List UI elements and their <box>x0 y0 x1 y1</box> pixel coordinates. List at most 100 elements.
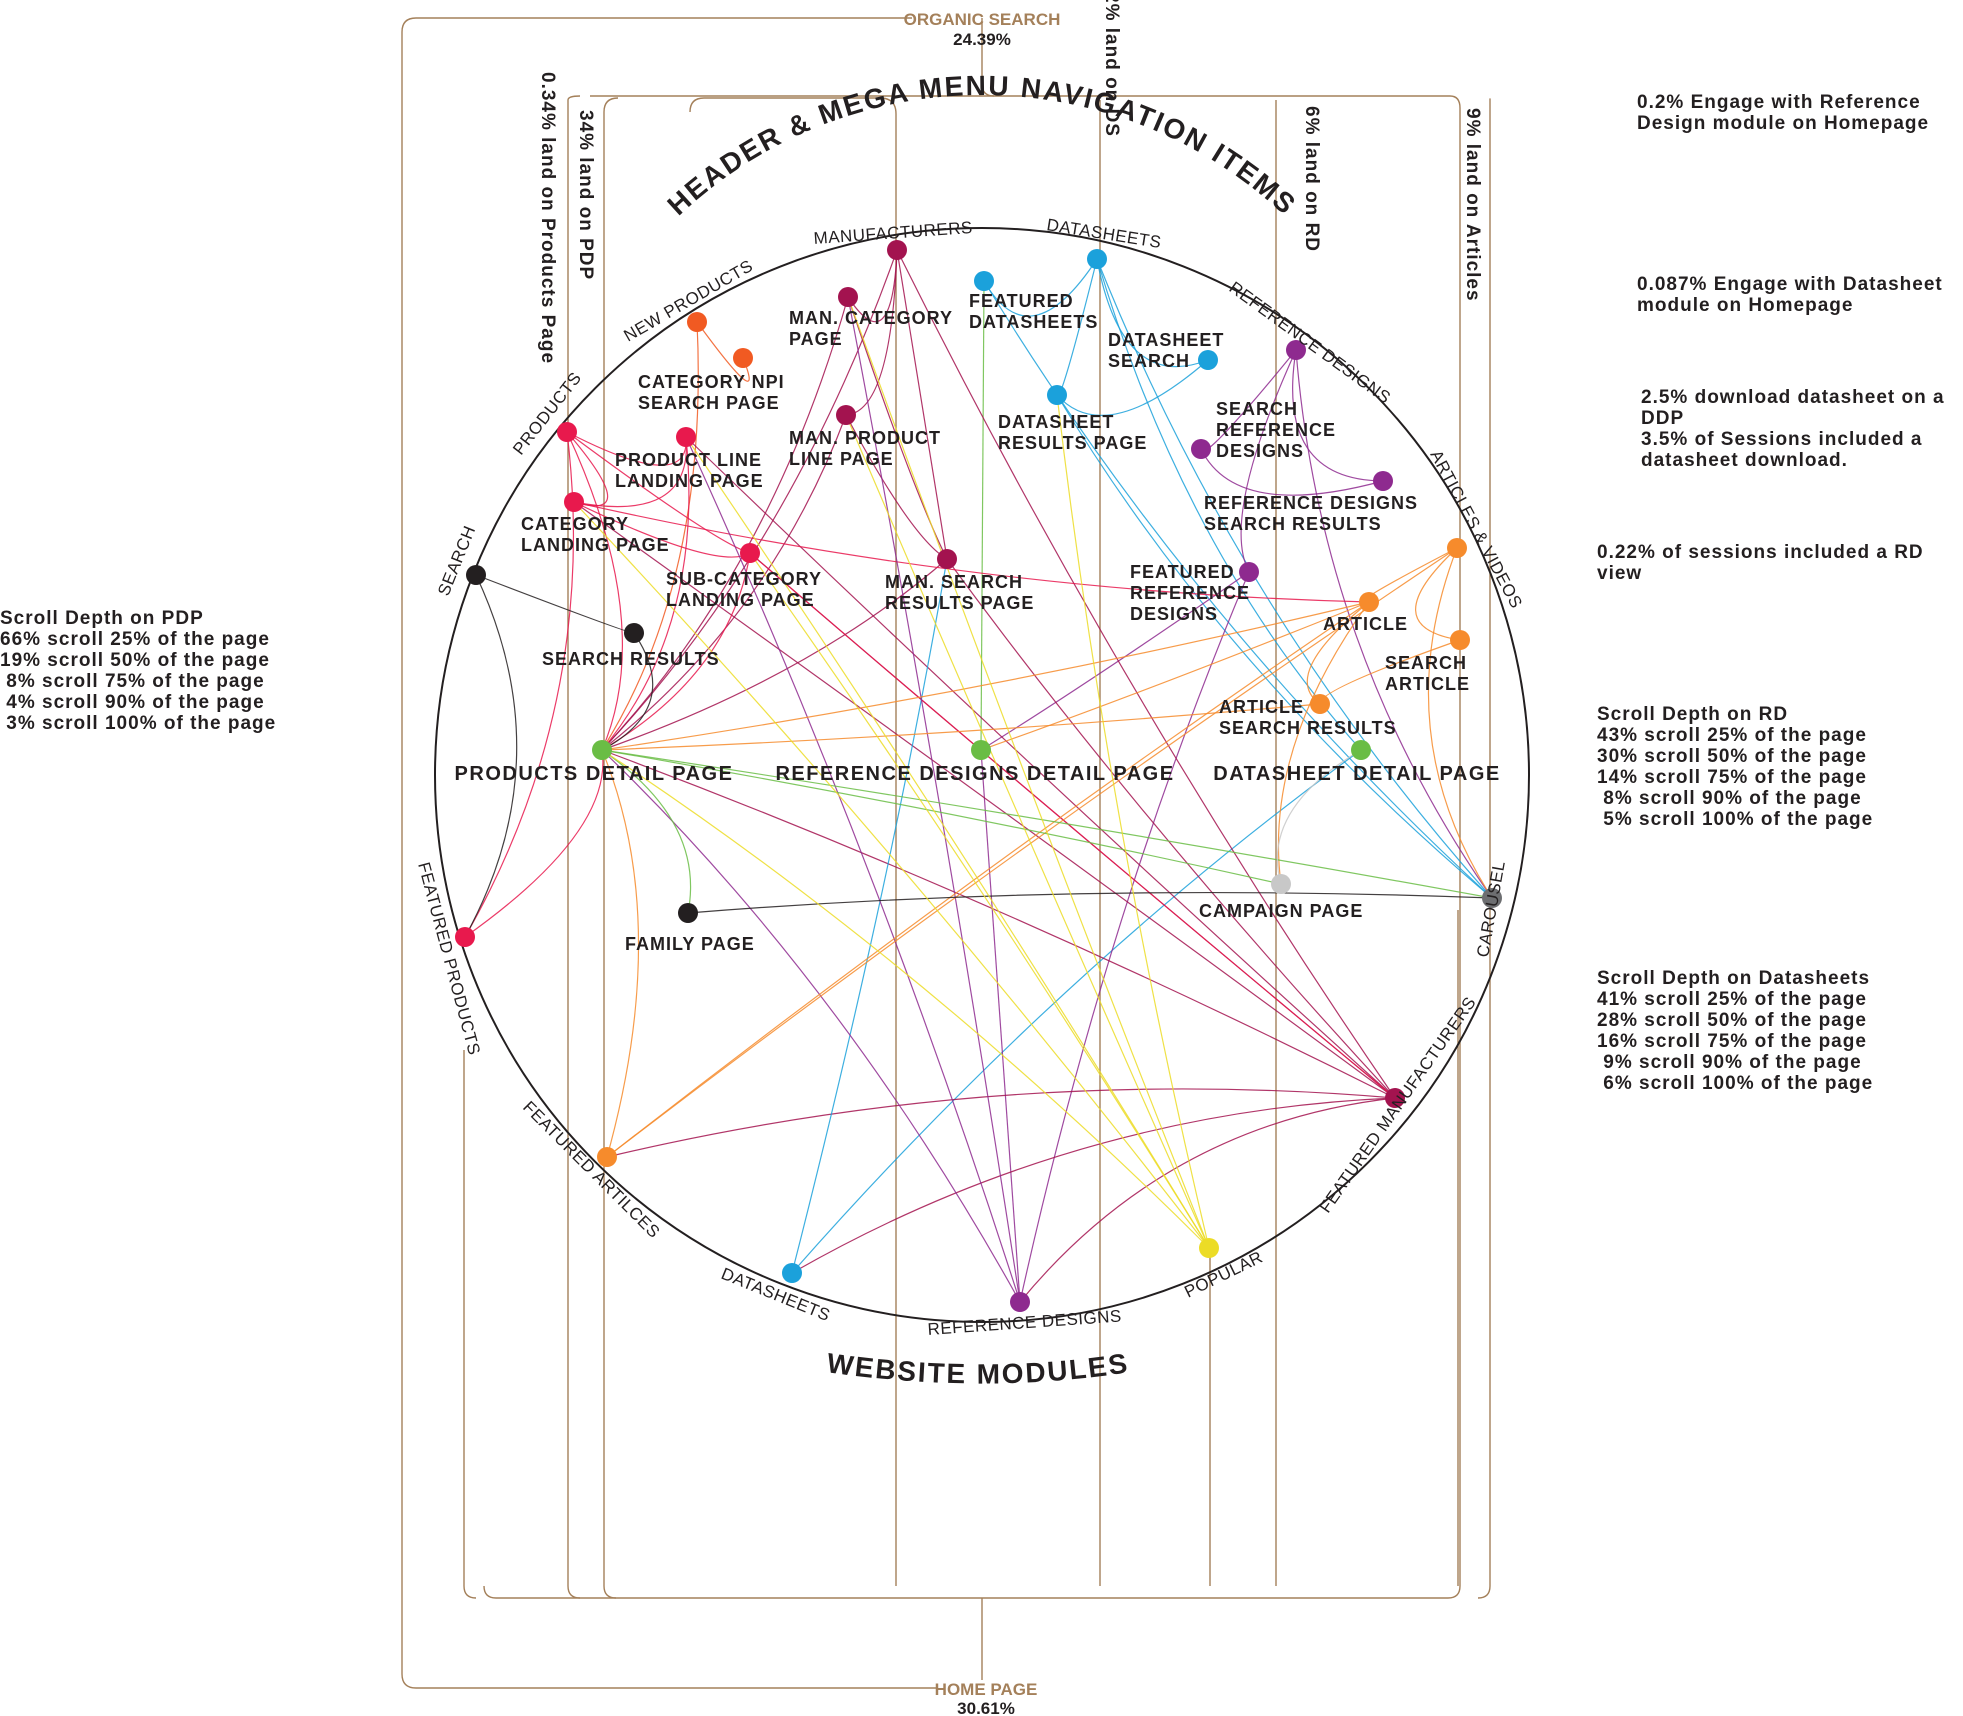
column-articles <box>1477 98 1491 1599</box>
node-pdp <box>592 740 612 760</box>
ring-label-articles-videos: ARTICLES & VIDEOS <box>1426 447 1526 612</box>
ring-label-featured-products: FEATURED PRODUCTS <box>414 860 484 1057</box>
node-man-search-results <box>937 549 957 569</box>
organic-search-value: 24.39% <box>953 30 1011 49</box>
edge-articles-videos-to-carousel <box>1427 547 1493 899</box>
node-products <box>557 422 577 442</box>
edge-featured-manufacturers-to-pdp <box>601 749 1396 1099</box>
edge-manufacturers-to-man-product-line <box>845 249 898 416</box>
node-manufacturers <box>887 240 907 260</box>
edge-new-products-to-category-npi <box>696 321 750 382</box>
edge-campaign-page-to-ddp <box>1276 749 1362 885</box>
edge-pdp-to-family-page <box>601 749 692 914</box>
page-nodes <box>455 240 1502 1312</box>
edge-man-product-line-to-man-search-results <box>845 414 948 560</box>
node-search-results <box>624 623 644 643</box>
edge-reference-designs-module-to-rdp <box>980 749 1021 1303</box>
edge-new-products-to-pdp <box>601 321 699 751</box>
node-featured-articles <box>597 1147 617 1167</box>
edge-datasheets-module-to-man-search-results <box>791 558 948 1274</box>
flow-label-articles: 9% land on Articles <box>1462 108 1483 302</box>
header-section-title: HEADER & MEGA MENU NAVIGATION ITEMS <box>661 70 1302 221</box>
label-article: ARTICLE <box>1323 614 1408 634</box>
ring-label-featured-manufacturers: FEATURED MANUFACTURERS <box>1316 993 1480 1216</box>
edge-popular-to-man-category <box>847 296 1210 1249</box>
node-rd-search-results <box>1373 471 1393 491</box>
edge-search-to-search-results <box>475 574 635 634</box>
edge-articles-videos-to-search-article <box>1415 547 1461 641</box>
label-rdp: REFERENCE DESIGNS DETAIL PAGE <box>775 763 1174 785</box>
home-page-value: 30.61% <box>957 1699 1015 1716</box>
flow-label-rd: 6% land on RD <box>1301 106 1322 252</box>
edge-featured-manufacturers-to-sub-category <box>749 552 1396 1099</box>
label-family-page: FAMILY PAGE <box>625 934 755 954</box>
edge-article-to-rdp <box>980 601 1370 751</box>
edge-popular-to-man-product-line <box>845 414 1210 1249</box>
ring-label-datasheets: DATASHEETS <box>1045 215 1162 252</box>
edge-manufacturers-to-pdp <box>601 249 898 751</box>
flow-label-pdp: 34% land on PDP <box>575 110 596 280</box>
ring-label-featured-articles: FEATURED ARTILCES <box>519 1097 664 1242</box>
edge-search-reference-to-rd-search-results <box>1200 448 1384 496</box>
edge-sub-category-to-featured-manufacturers <box>749 552 1396 1099</box>
edge-datasheets-to-featured-datasheets <box>983 258 1098 317</box>
edge-reference-designs-module-to-product-line <box>685 436 1021 1303</box>
organic-search-bracket <box>401 17 938 1689</box>
edge-products-to-featured-products <box>464 431 575 938</box>
column-products-page <box>567 95 581 1599</box>
note-scroll-depth-datasheets: Scroll Depth on Datasheets 41% scroll 25… <box>1597 968 1874 1094</box>
node-featured-reference <box>1239 562 1259 582</box>
node-ddp <box>1351 740 1371 760</box>
node-featured-datasheets <box>974 271 994 291</box>
node-carousel <box>1482 888 1502 908</box>
modules-section-title: WEBSITE MODULES <box>825 1347 1131 1389</box>
edge-products-to-pdp <box>566 431 624 751</box>
edge-popular-to-category-landing <box>573 501 1210 1249</box>
node-popular <box>1199 1238 1219 1258</box>
note-datasheet-download: 2.5% download datasheet on a DDP 3.5% of… <box>1641 387 1945 471</box>
node-campaign-page <box>1271 874 1291 894</box>
column-featured-modules <box>689 97 897 1586</box>
note-rd-view: 0.22% of sessions included a RD view <box>1597 542 1924 584</box>
node-man-category <box>838 287 858 307</box>
column-pdp <box>603 97 619 1599</box>
ring-label-reference-designs: REFERENCE DESIGNS <box>1226 278 1395 408</box>
edge-featured-manufacturers-to-datasheets-module <box>791 1097 1396 1274</box>
organic-search-top-rail <box>483 95 1461 1599</box>
edge-pdp-to-campaign-page <box>601 749 1282 885</box>
ring-label-reference-designs-module: REFERENCE DESIGNS <box>927 1306 1122 1339</box>
edge-category-landing-to-article <box>573 501 1370 603</box>
edge-featured-manufacturers-to-featured-articles <box>606 1088 1396 1158</box>
edge-featured-products-to-pdp <box>464 749 604 938</box>
edge-reference-designs-module-to-pdp <box>601 749 1021 1303</box>
node-datasheet-results <box>1047 385 1067 405</box>
flow-label-ds: 2% land on DS <box>1101 0 1122 137</box>
label-pdp: PRODUCTS DETAIL PAGE <box>455 763 734 785</box>
node-featured-manufacturers <box>1385 1088 1405 1108</box>
node-reference-designs-module <box>1010 1292 1030 1312</box>
node-search-reference <box>1191 439 1211 459</box>
edge-manufacturers-to-man-search-results <box>896 249 948 560</box>
organic-search-label: ORGANIC SEARCH <box>904 10 1061 29</box>
note-scroll-depth-rd: Scroll Depth on RD 43% scroll 25% of the… <box>1597 704 1874 830</box>
home-page-label: HOME PAGE <box>935 1680 1038 1699</box>
node-family-page <box>678 903 698 923</box>
edge-article-search-results-to-pdp <box>601 703 1321 751</box>
edge-product-line-to-category-landing <box>573 436 688 508</box>
edge-man-search-results-to-featured-manufacturers <box>946 558 1396 1099</box>
edge-featured-reference-to-rdp <box>980 571 1250 751</box>
edge-reference-designs-to-carousel <box>1295 349 1493 899</box>
